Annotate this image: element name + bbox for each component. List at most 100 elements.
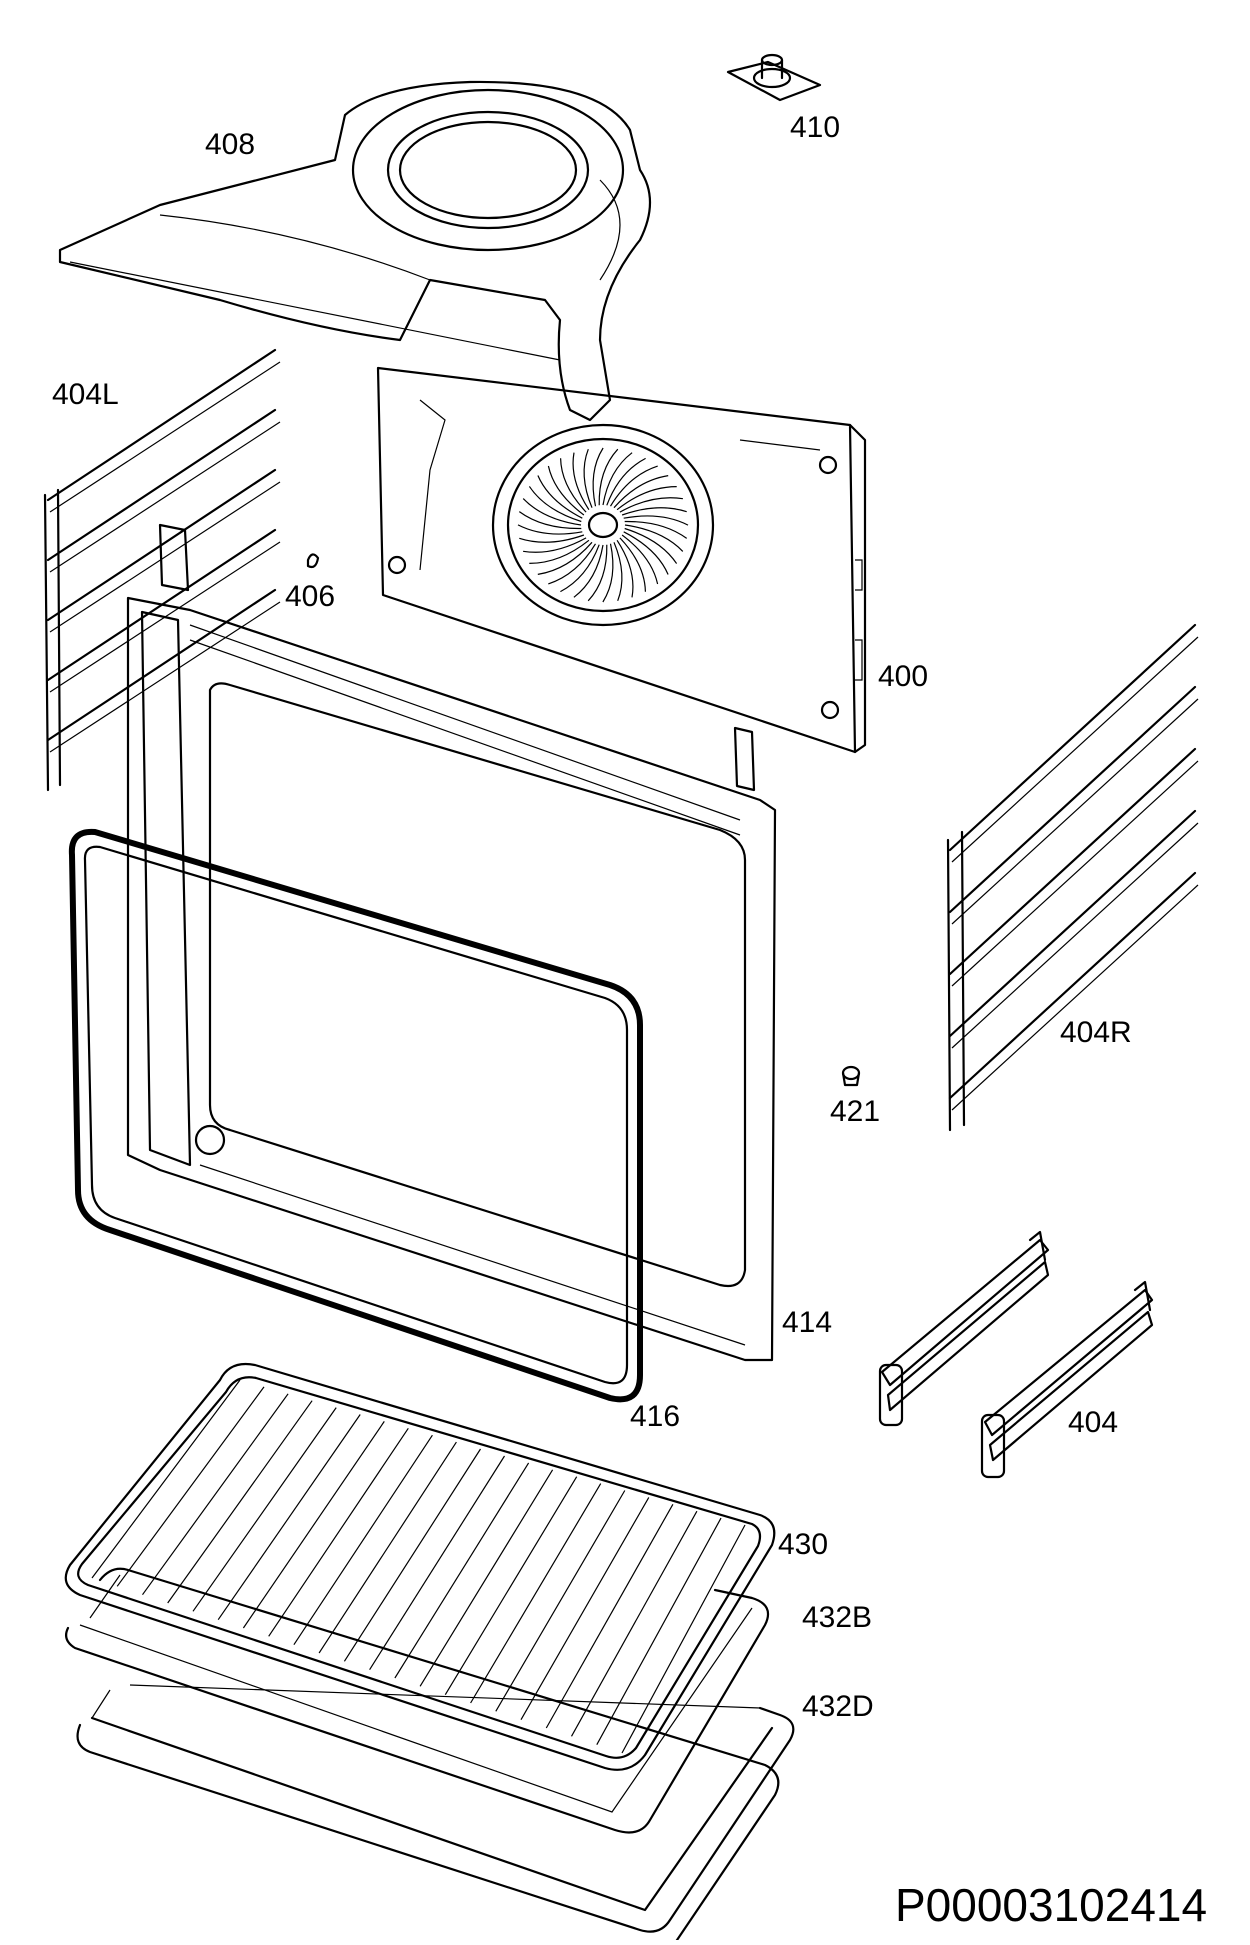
- lamp-holder-drawing: [726, 53, 822, 102]
- rail-bar: [951, 822, 1199, 1049]
- label-432D: 432D: [802, 1690, 874, 1723]
- label-410: 410: [790, 111, 841, 144]
- rail-bar: [49, 601, 281, 753]
- telescopic-runners-drawing: [878, 1230, 1154, 1479]
- label-408: 408: [205, 128, 256, 161]
- fan-blade: [623, 515, 689, 526]
- fan-blade: [547, 465, 585, 516]
- rail-bar: [948, 747, 1197, 976]
- screw-421-drawing: [841, 1065, 861, 1087]
- back-panel-drawing: [376, 366, 867, 754]
- fan-blade: [602, 543, 614, 603]
- fan-blade: [624, 520, 688, 539]
- fan-blade: [602, 452, 633, 506]
- shelf-wire: [167, 1400, 313, 1604]
- fan-blade: [517, 524, 583, 535]
- label-416: 416: [630, 1400, 681, 1433]
- fan-blade: [572, 452, 590, 511]
- front-frame-drawing: [126, 523, 777, 1362]
- shelf-wire: [520, 1497, 650, 1720]
- fan-blade: [537, 475, 583, 519]
- label-421: 421: [830, 1095, 881, 1128]
- fan-blade: [624, 524, 684, 552]
- tray-432D-drawing: [76, 1684, 795, 1933]
- fan-blade: [616, 486, 677, 511]
- shelf-wire: [142, 1393, 289, 1596]
- fan-blade: [624, 527, 678, 564]
- rail-bar: [46, 348, 277, 502]
- rail-bar: [951, 698, 1199, 925]
- shelf-wire: [444, 1476, 578, 1696]
- shelf-wire: [268, 1427, 409, 1637]
- shelf-wire: [419, 1469, 554, 1687]
- fan-blade: [522, 498, 582, 526]
- label-400: 400: [878, 660, 929, 693]
- fan-blade: [616, 539, 634, 598]
- fan-blade: [548, 543, 597, 585]
- rail-bar: [951, 760, 1199, 987]
- rail-bar: [46, 588, 277, 742]
- rail-bar: [951, 636, 1199, 863]
- right-shelf-rail-drawing: [946, 623, 1199, 1132]
- label-404R: 404R: [1060, 1016, 1132, 1049]
- fan-blade: [619, 497, 683, 513]
- shelf-wire: [116, 1386, 265, 1587]
- diagram-code: P00003102414: [895, 1879, 1208, 1931]
- shelf-wire: [343, 1448, 482, 1662]
- shelf-wire: [293, 1434, 433, 1646]
- fan-blade: [560, 458, 587, 513]
- fan-blade: [621, 534, 659, 585]
- shelf-wire: [495, 1490, 626, 1712]
- fan-blade: [598, 448, 619, 506]
- shelf-wire: [394, 1462, 530, 1679]
- fan-blade: [606, 457, 646, 506]
- fan-blade: [518, 511, 582, 530]
- fan-blade: [519, 534, 585, 543]
- clip-406-drawing: [306, 553, 320, 569]
- fan-blade: [528, 486, 582, 523]
- fan-blade: [609, 465, 658, 507]
- fan-blade: [573, 544, 604, 598]
- rail-bar: [951, 884, 1199, 1111]
- shelf-wire: [369, 1455, 506, 1671]
- rail-bar: [49, 361, 281, 513]
- shelf-wire: [596, 1517, 722, 1745]
- label-432B: 432B: [802, 1601, 873, 1634]
- rail-bar: [948, 871, 1197, 1100]
- fan-blade: [613, 475, 669, 509]
- rail-bar: [948, 623, 1197, 852]
- fan-blade: [537, 541, 593, 575]
- shelf-wire: [570, 1510, 698, 1737]
- fan-blade: [587, 544, 608, 602]
- shelf-wire: [192, 1407, 337, 1612]
- fan-cover-drawing: [58, 80, 651, 422]
- label-406: 406: [285, 580, 336, 613]
- rail-bar: [46, 408, 277, 562]
- label-404L: 404L: [52, 378, 119, 411]
- tray-432B-drawing: [65, 1567, 780, 1945]
- fan-blade: [592, 447, 604, 507]
- label-414: 414: [782, 1306, 833, 1339]
- shelf-wire: [545, 1504, 674, 1729]
- rail-bar: [948, 809, 1197, 1038]
- fan-blade: [623, 531, 669, 575]
- label-404: 404: [1068, 1406, 1119, 1439]
- fan-blade: [619, 537, 646, 592]
- shelf-wire: [242, 1421, 385, 1629]
- wire-shelf-drawing: [64, 1362, 776, 1771]
- door-seal-drawing: [68, 828, 643, 1403]
- fan-blade: [583, 448, 593, 508]
- rail-bar: [948, 685, 1197, 914]
- fan-blade: [560, 544, 600, 593]
- shelf-wire: [217, 1414, 361, 1621]
- rail-bar: [49, 421, 281, 573]
- fan-blade: [613, 542, 623, 602]
- fan-blade: [621, 507, 687, 516]
- shelf-wire: [621, 1524, 746, 1754]
- shelf-wire: [470, 1483, 602, 1704]
- shelf-wire: [318, 1441, 457, 1654]
- label-430: 430: [778, 1528, 829, 1561]
- fan-blade: [529, 539, 590, 564]
